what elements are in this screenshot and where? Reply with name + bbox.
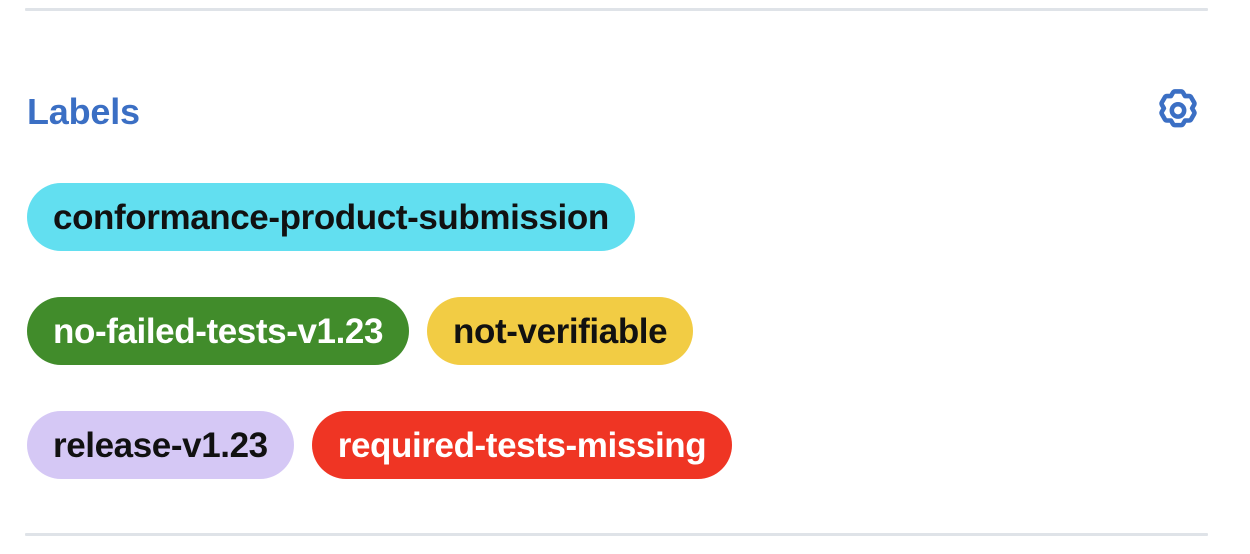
- label-chip-required-tests-missing[interactable]: required-tests-missing: [311, 411, 733, 479]
- labels-chip-list: conformance-product-submission no-failed…: [27, 183, 1217, 479]
- page-title: Labels: [27, 91, 140, 132]
- panel-top-divider: [25, 8, 1208, 11]
- label-chip-no-failed-tests-v1-23[interactable]: no-failed-tests-v1.23: [27, 297, 410, 365]
- labels-panel-header: Labels: [27, 82, 1208, 142]
- labels-settings-button[interactable]: [1150, 84, 1206, 140]
- label-chip-not-verifiable[interactable]: not-verifiable: [427, 297, 694, 365]
- panel-bottom-divider: [25, 533, 1208, 536]
- label-chip-release-v1-23[interactable]: release-v1.23: [27, 411, 294, 479]
- label-chip-conformance-product-submission[interactable]: conformance-product-submission: [27, 183, 635, 251]
- gear-icon: [1152, 86, 1204, 138]
